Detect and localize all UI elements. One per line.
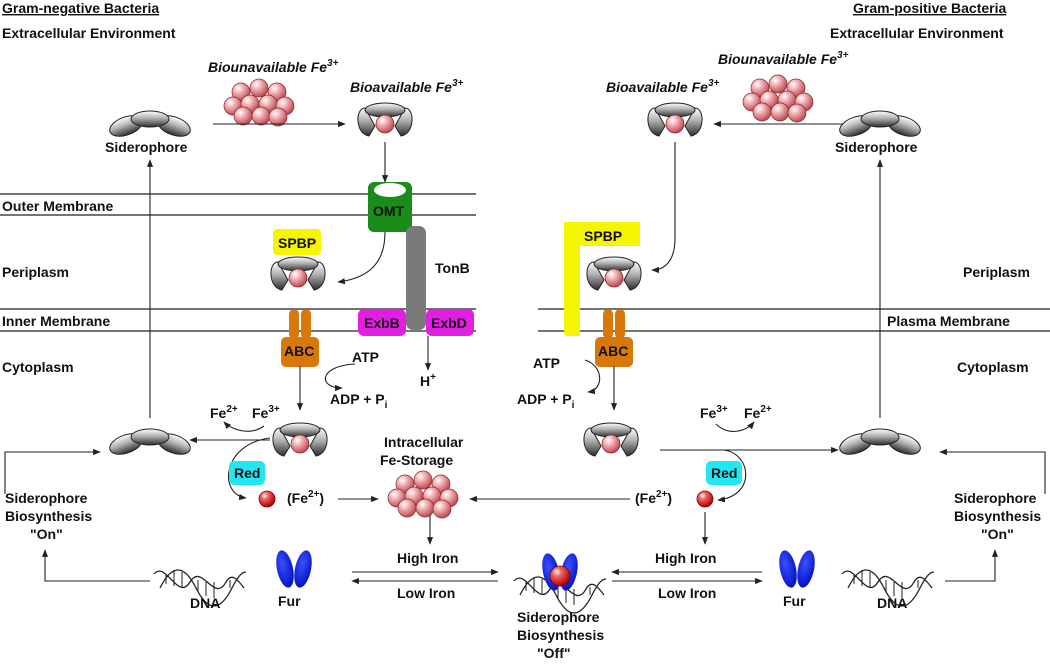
off-label-line1: Siderophore <box>517 609 600 625</box>
left-cytoplasm-bound-siderophore <box>272 422 328 457</box>
right-low-iron-label: Low Iron <box>658 585 716 601</box>
left-fe2-label: Fe2+ <box>210 404 238 421</box>
right-adp-label: ADP + Pi <box>517 391 575 411</box>
left-red-label: Red <box>234 465 260 481</box>
left-high-iron-label: High Iron <box>397 550 458 566</box>
left-dna-to-biosynthesis <box>41 549 150 582</box>
left-biosynthesis-line1: Siderophore <box>5 490 88 506</box>
left-biosynthesis-feedback <box>4 448 101 494</box>
left-bioavailable-label: Bioavailable Fe3+ <box>350 78 463 95</box>
left-atp-label: ATP <box>352 349 379 365</box>
left-siderophore-bound <box>357 102 413 137</box>
left-cytoplasm-open-siderophore <box>106 428 194 459</box>
left-spbp-label: SPBP <box>278 235 316 251</box>
off-label-line3: "Off" <box>537 645 571 661</box>
right-siderophore-bound <box>647 102 703 137</box>
left-siderophore-label: Siderophore <box>105 139 188 155</box>
right-biosynthesis-line1: Siderophore <box>954 490 1037 506</box>
omt-transporter: OMT <box>368 182 412 232</box>
right-cytoplasm-label: Cytoplasm <box>957 359 1029 375</box>
right-red-label: Red <box>711 465 737 481</box>
left-adp-label: ADP + Pi <box>330 391 388 411</box>
left-siderophore-open <box>106 110 194 141</box>
left-reduction-arrow <box>223 421 265 432</box>
right-title: Gram-positive Bacteria <box>853 0 1006 16</box>
left-outer-membrane-label: Outer Membrane <box>2 198 113 214</box>
right-spbp <box>564 222 640 336</box>
left-biounavailable-label: Biounavailable Fe3+ <box>208 58 339 75</box>
right-abc-label: ABC <box>598 343 628 359</box>
left-periplasm-label: Periplasm <box>2 264 69 280</box>
right-cytoplasm-open-siderophore <box>836 428 924 459</box>
left-spbp-bound-siderophore <box>270 256 326 291</box>
right-periplasm-label: Periplasm <box>963 264 1030 280</box>
right-biounavailable-label: Biounavailable Fe3+ <box>718 50 849 67</box>
right-fe2-paren-label: (Fe2+) <box>635 489 672 506</box>
right-siderophore-open <box>836 110 924 141</box>
right-biosynthesis-feedback <box>939 448 1046 494</box>
right-fe3-label: Fe3+ <box>700 404 728 421</box>
tonb-label: TonB <box>435 260 470 276</box>
tonb-protein <box>406 226 426 330</box>
storage-label-line2: Fe-Storage <box>380 452 453 468</box>
exbb-label: ExbB <box>364 315 400 331</box>
right-dna-label: DNA <box>877 595 907 611</box>
right-iron-cluster <box>742 74 814 123</box>
fe-storage-cluster <box>387 470 459 519</box>
right-dna-to-biosynthesis <box>945 549 999 582</box>
left-biosynthesis-line2: Biosynthesis <box>5 508 92 524</box>
proton-label: H+ <box>420 372 436 389</box>
left-iron-cluster <box>223 78 295 127</box>
off-label-line2: Biosynthesis <box>517 627 604 643</box>
left-fe3-label: Fe3+ <box>252 404 280 421</box>
exbd-label: ExbD <box>431 315 467 331</box>
right-plasma-membrane-label: Plasma Membrane <box>887 313 1010 329</box>
right-biosynthesis-line3: "On" <box>981 526 1014 542</box>
right-red-reductase: Red <box>706 461 742 485</box>
left-dna-label: DNA <box>190 595 220 611</box>
left-biosynthesis-line3: "On" <box>30 526 63 542</box>
left-fe2-ion <box>258 490 276 508</box>
right-high-iron-label: High Iron <box>655 550 716 566</box>
exbb-protein: ExbB <box>358 309 406 336</box>
right-fur-label: Fur <box>783 593 806 609</box>
left-low-iron-label: Low Iron <box>397 585 455 601</box>
right-fur-dimer <box>776 548 818 590</box>
right-atp-arrow <box>584 359 601 395</box>
left-inner-membrane-label: Inner Membrane <box>2 313 110 329</box>
right-siderophore-label: Siderophore <box>835 139 918 155</box>
storage-label-line1: Intracellular <box>384 434 464 450</box>
exbd-protein: ExbD <box>426 309 474 336</box>
right-bioavailable-label: Bioavailable Fe3+ <box>606 78 719 95</box>
left-title: Gram-negative Bacteria <box>2 0 159 16</box>
right-biosynthesis-line2: Biosynthesis <box>954 508 1041 524</box>
left-cytoplasm-label: Cytoplasm <box>2 359 74 375</box>
right-environment-label: Extracellular Environment <box>830 25 1004 41</box>
right-atp-label: ATP <box>533 355 560 371</box>
right-fe-release-arrow <box>717 449 747 503</box>
right-reduction-arrow <box>715 421 755 432</box>
right-fe2-label: Fe2+ <box>744 404 772 421</box>
left-fur-label: Fur <box>278 593 301 609</box>
left-spbp: SPBP <box>273 229 321 255</box>
left-atp-arrow <box>325 363 356 392</box>
right-spbp-bound-siderophore <box>586 256 642 291</box>
left-fe2-paren-label: (Fe2+) <box>287 489 324 506</box>
right-to-spbp-arrow <box>651 142 676 274</box>
omt-label: OMT <box>373 203 405 219</box>
left-red-reductase: Red <box>229 461 265 485</box>
left-fur-dimer <box>273 548 315 590</box>
right-cytoplasm-bound-siderophore <box>583 422 639 457</box>
right-fe2-ion <box>696 490 714 508</box>
left-environment-label: Extracellular Environment <box>2 25 176 41</box>
fur-dna-repressor-complex <box>513 551 607 614</box>
omt-to-spbp-arrow <box>337 231 386 285</box>
left-abc-label: ABC <box>284 343 314 359</box>
right-spbp-label: SPBP <box>584 228 622 244</box>
